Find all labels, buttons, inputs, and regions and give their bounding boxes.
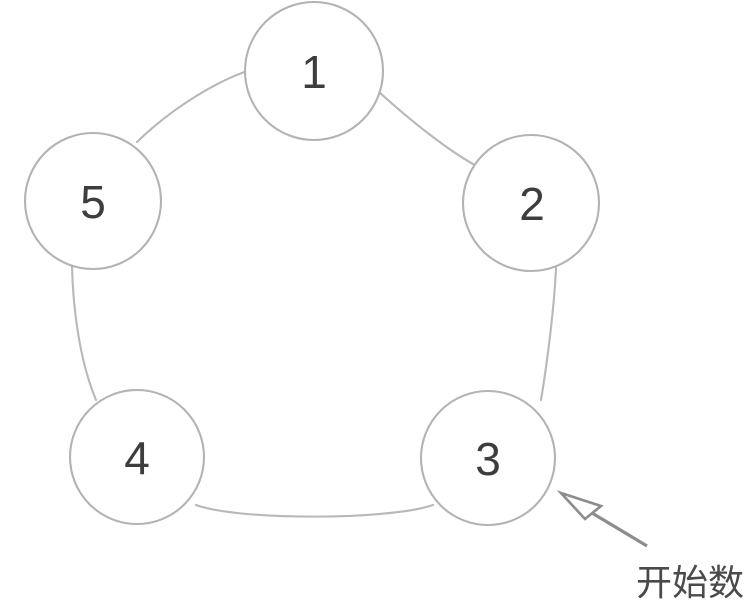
arc-1-to-2 (377, 90, 482, 170)
arc-3-to-4 (194, 503, 435, 518)
arc-5-to-1 (135, 68, 252, 144)
node-labels: 1 2 3 4 5 (80, 46, 545, 485)
annotation-pointer (556, 490, 648, 548)
node-label-3: 3 (475, 433, 501, 485)
node-label-2: 2 (519, 178, 545, 230)
node-circle-1[interactable] (243, 0, 385, 142)
node-circle-4[interactable] (68, 388, 206, 526)
node-circle-5[interactable] (23, 131, 163, 271)
node-label-4: 4 (124, 432, 150, 484)
pointer-shaft-line (591, 511, 648, 548)
node-circle-3[interactable] (419, 389, 557, 527)
arrow-head-icon (556, 490, 604, 521)
annotation-caption: 开始数 (636, 563, 744, 603)
arc-4-to-5 (70, 264, 98, 402)
node-circles (23, 0, 601, 527)
node-label-1: 1 (301, 46, 327, 98)
node-label-5: 5 (80, 176, 106, 228)
arc-2-to-3 (539, 266, 558, 402)
connection-arcs (70, 68, 558, 518)
node-circle-2[interactable] (461, 133, 601, 273)
